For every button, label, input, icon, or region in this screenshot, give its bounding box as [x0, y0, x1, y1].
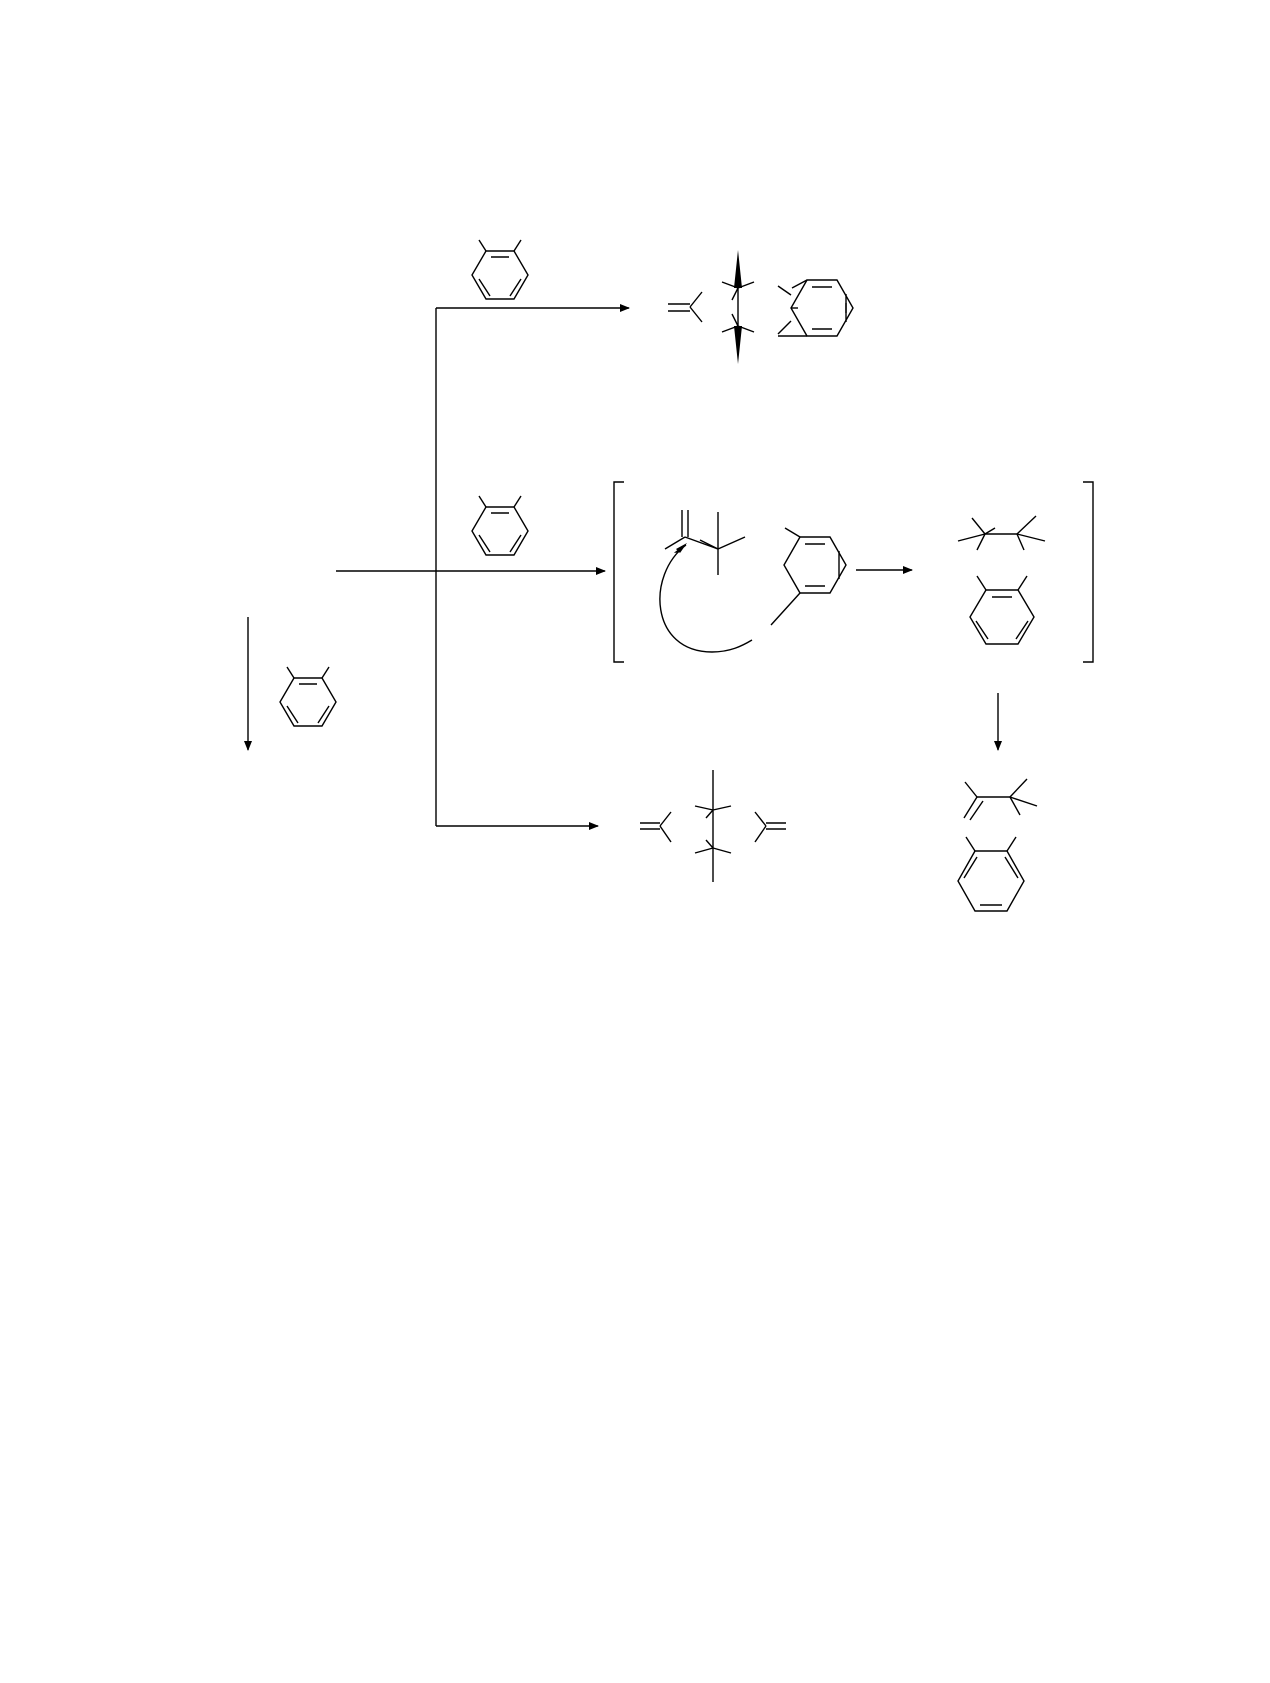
- intermediate-in-brackets: [659, 510, 847, 653]
- branch-arrows: [244, 304, 1002, 830]
- bracket-right: [1083, 481, 1094, 663]
- dimethyl-benzene-reagent-left: [279, 666, 337, 727]
- final-alkene-and-arene: [957, 778, 1038, 912]
- lower-product-dimer: [640, 770, 786, 882]
- upper-product-wedged: [668, 250, 854, 364]
- dimethyl-benzene-reagent-middle: [471, 495, 529, 556]
- radical-pair-in-brackets: [957, 515, 1046, 645]
- bracket-left: [613, 481, 624, 663]
- dimethyl-benzene-reagent-top: [471, 239, 529, 300]
